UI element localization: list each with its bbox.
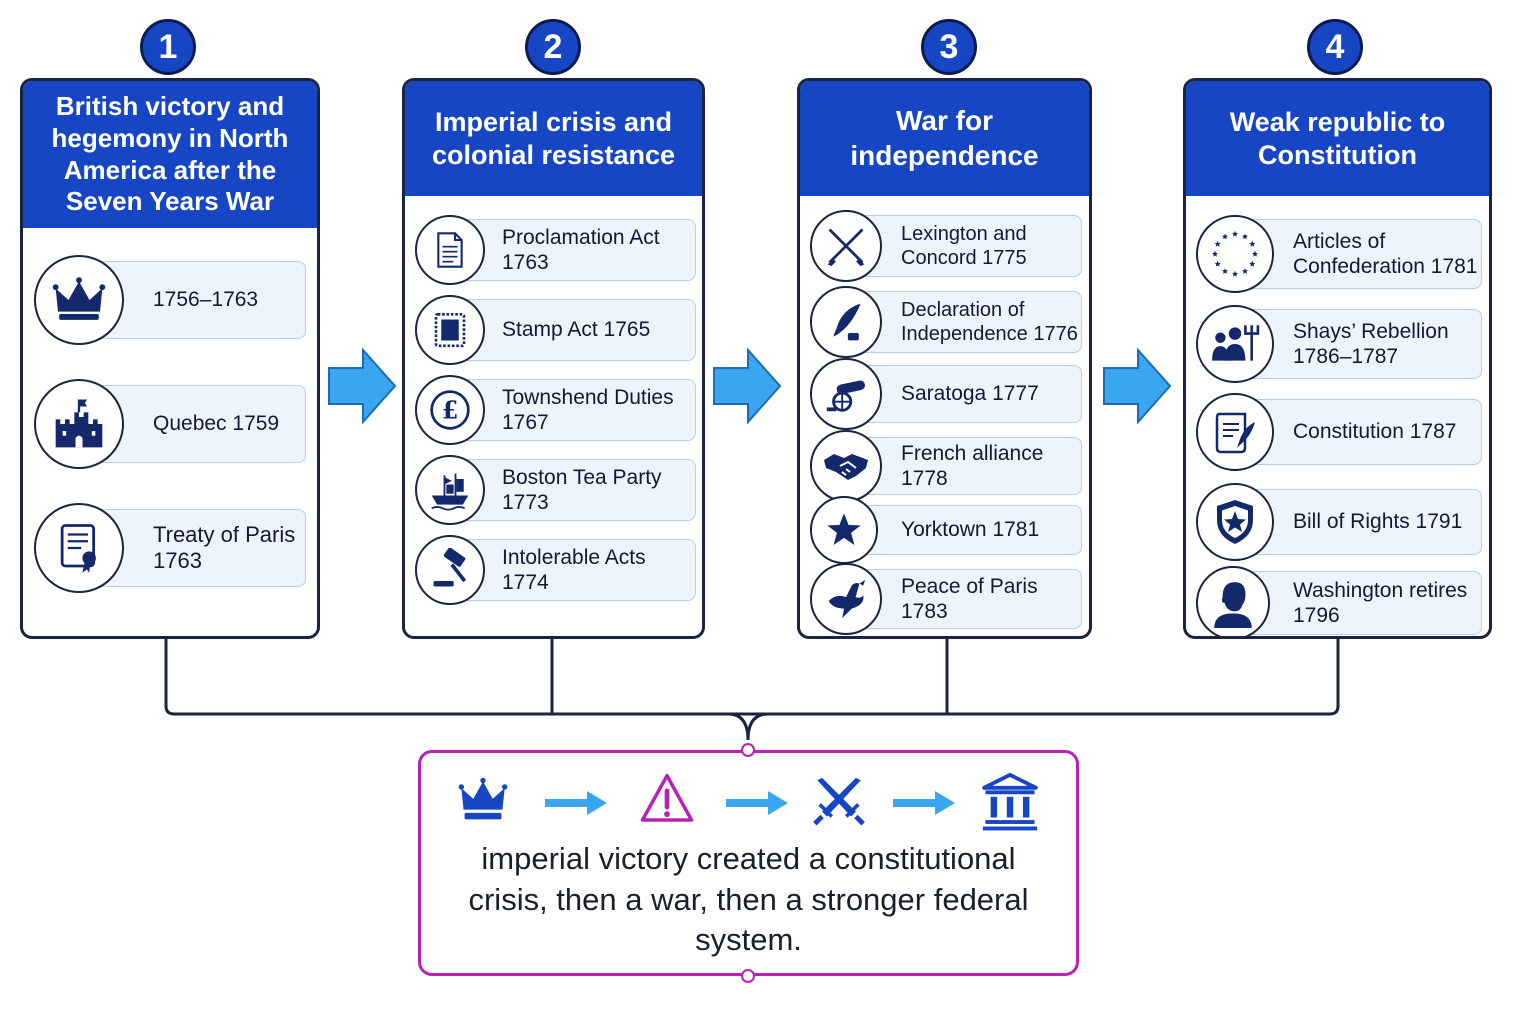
crossed-swords-icon [813,777,865,826]
stage-number-badge: 4 [1307,19,1363,75]
item-label: Declaration of Independence 1776 [901,299,1078,345]
item-label: Washington retires 1796 [1293,578,1468,627]
warning-icon [640,773,694,822]
stage-item: Yorktown 1781 [810,496,1082,564]
stage-item: Articles of Confederation 1781 [1196,215,1482,293]
item-label: Articles of Confederation 1781 [1293,229,1478,278]
item-label: Boston Tea Party 1773 [502,465,662,514]
crossed-muskets-icon [810,210,882,282]
item-label: French alliance 1778 [901,441,1044,490]
stage-number-badge: 1 [140,19,196,75]
item-label: Yorktown 1781 [901,518,1040,542]
stage-item: Washington retires 1796 [1196,566,1482,636]
ring-star [1251,250,1259,257]
item-label: Townshend Duties 1767 [502,385,674,434]
right-arrow-icon [893,791,955,815]
summary-box: imperial victory created a constitutiona… [418,750,1079,976]
stage-title: Imperial crisis and colonial resistance [405,81,702,196]
summary-text: imperial victory created a constitutiona… [468,841,1029,958]
stage-item: Saratoga 1777 [810,358,1082,430]
item-label: Saratoga 1777 [901,382,1039,406]
ring-star [1231,270,1239,277]
item-label: Peace of Paris 1783 [901,574,1038,623]
item-label: Bill of Rights 1791 [1293,510,1463,534]
next-stage-arrow [1103,347,1172,425]
stage-title: War for independence [800,81,1089,196]
columns-building-icon [982,772,1038,831]
pound-coin-icon: £ [415,375,485,445]
stage-item: Quebec 1759 [34,379,306,469]
item-label: Quebec 1759 [153,412,280,436]
stage-panel: British victory and hegemony in North Am… [20,78,320,639]
stage-item: Bill of Rights 1791 [1196,483,1482,561]
shield-star-icon [1196,483,1274,561]
star-icon [810,496,878,564]
stage-title: Weak republic to Constitution [1186,81,1489,196]
stage-item: Treaty of Paris 1763 [34,503,306,593]
ring-star [1221,233,1229,240]
dove-icon [810,563,882,635]
item-label: Shays’ Rebellion 1786–1787 [1293,319,1449,368]
quill-icon [810,286,882,358]
stage-item: Peace of Paris 1783 [810,563,1082,635]
ship-icon [415,455,485,525]
stage-title: British victory and hegemony in North Am… [23,81,317,228]
ring-star [1221,268,1229,274]
stage-item: Boston Tea Party 1773 [415,455,696,525]
crown-icon [458,777,508,820]
crowd-pitchfork-icon [1196,305,1274,383]
right-arrow-icon [726,791,788,815]
ring-star [1249,240,1256,247]
connector-dot [741,969,755,983]
ring-star [1231,230,1239,237]
star-circle-icon [1196,215,1274,293]
scroll-quill-icon [1196,393,1274,471]
item-label: Intolerable Acts 1774 [502,545,646,594]
ring-star [1241,268,1249,274]
item-label: Lexington and Concord 1775 [901,223,1027,269]
cannon-icon [810,358,882,430]
next-stage-arrow [713,347,782,425]
stage-item: 1756–1763 [34,255,306,345]
stage-item: Shays’ Rebellion 1786–1787 [1196,305,1482,383]
treaty-document-icon [34,503,124,593]
castle-icon [34,379,124,469]
ring-star [1241,233,1249,240]
ring-star [1214,260,1221,267]
stage-item: Proclamation Act 1763 [415,215,696,285]
handshake-icon [810,430,882,502]
stage-item: Lexington and Concord 1775 [810,210,1082,282]
right-arrow-icon [545,791,607,815]
stage-item: Intolerable Acts 1774 [415,535,696,605]
item-label: Constitution 1787 [1293,420,1457,444]
gavel-icon [415,535,485,605]
ring-star [1249,260,1256,267]
stage-panel: Imperial crisis and colonial resistance … [402,78,705,639]
stage-number-badge: 2 [525,19,581,75]
stage-item: Stamp Act 1765 [415,295,696,365]
stage-item: Townshend Duties 1767 £ [415,375,696,445]
item-label: 1756–1763 [153,288,259,312]
item-label: Stamp Act 1765 [502,318,651,342]
item-label: Treaty of Paris 1763 [153,521,296,573]
stage-item: Declaration of Independence 1776 [810,286,1082,358]
connector-dot [741,743,755,757]
ring-star [1214,240,1221,247]
stamp-icon [415,295,485,365]
item-label: Proclamation Act 1763 [502,225,660,274]
stage-item: Constitution 1787 [1196,393,1482,471]
document-icon [415,215,485,285]
stage-number-badge: 3 [921,19,977,75]
svg-text:£: £ [442,396,459,424]
next-stage-arrow [328,347,397,425]
ring-star [1211,250,1219,257]
crown-icon [34,255,124,345]
stage-panel: War for independence Lexington and Conco… [797,78,1092,639]
washington-bust-icon [1196,566,1270,636]
stage-item: French alliance 1778 [810,430,1082,502]
stage-panel: Weak republic to Constitution Articles o… [1183,78,1492,639]
